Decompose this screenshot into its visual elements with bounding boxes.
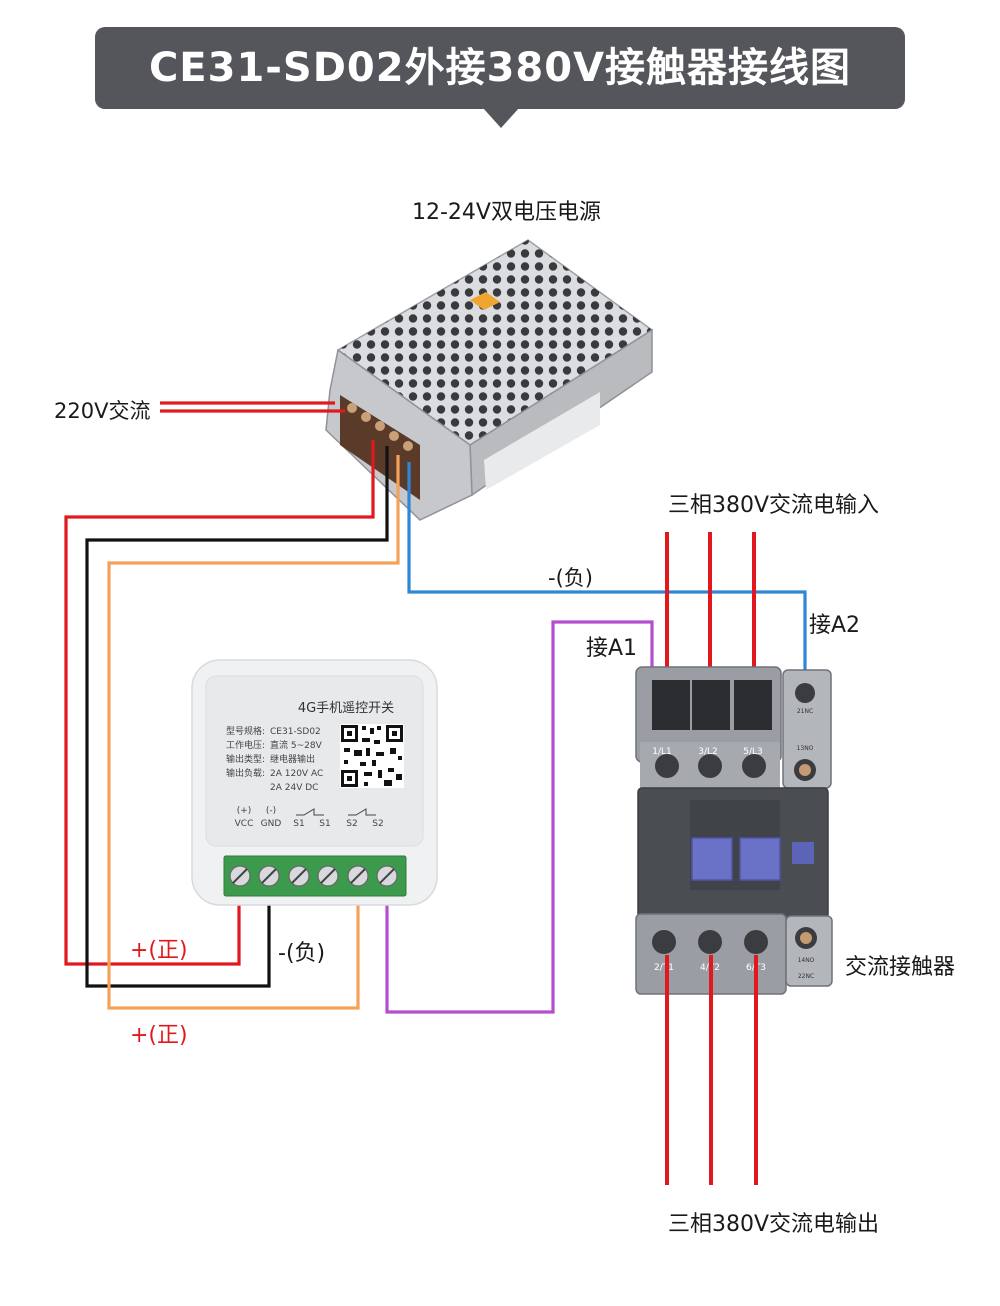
terminal-label-l3: 5/L3 <box>743 747 763 757</box>
qr-code <box>340 724 404 788</box>
wire-gnd-negative <box>85 446 389 988</box>
terminal-label: GND <box>261 819 282 829</box>
spec-value: 继电器输出 <box>270 753 315 765</box>
spec-value: CE31-SD02 <box>270 727 321 737</box>
spec-value: 2A 24V DC <box>270 783 318 793</box>
ps-terminal-screw <box>389 431 399 441</box>
a1-label: 接A1 <box>586 636 638 661</box>
screw-slot <box>291 868 307 884</box>
wires <box>64 401 807 1014</box>
ps-terminal-screw <box>347 403 357 413</box>
terminal-screw-l3 <box>742 754 766 778</box>
title-banner-pointer <box>483 108 519 128</box>
ac-220-label: 220V交流 <box>54 399 151 423</box>
contactor-terminal-window <box>652 680 690 730</box>
screw-slot <box>261 868 277 884</box>
relay-s1-symbol <box>296 808 324 816</box>
aux-label-13no: 13NO <box>797 745 814 752</box>
contactor-indicator <box>792 842 814 864</box>
a2-label: 接A2 <box>809 613 861 638</box>
power-supply-nameplate <box>484 392 600 490</box>
wire-s2-positive <box>107 455 400 1010</box>
spec-key: 输出负载: <box>226 767 265 779</box>
aux-label-22nc: 22NC <box>798 973 814 980</box>
wire-a2-negative <box>407 462 807 685</box>
terminal-polarity-label: (+) <box>237 806 252 816</box>
ps-terminal-screw <box>375 421 385 431</box>
contactor-test-button <box>739 837 781 881</box>
terminal-screw-t1 <box>652 930 676 954</box>
terminal-label: VCC <box>235 819 254 829</box>
terminal-label-t1: 2/T1 <box>654 963 674 973</box>
terminal-screw-l1 <box>655 754 679 778</box>
contactor-label: 交流接触器 <box>845 955 956 980</box>
negative-label-top: -(负) <box>548 566 593 590</box>
ps-terminal-screw <box>361 412 371 422</box>
negative-label-mid: -(负) <box>278 941 326 966</box>
switch-module-face <box>205 675 424 847</box>
contactor: 21NC 13NO 1/L1 3/L2 5/L3 14NO 22NC 2/T1 <box>635 666 833 995</box>
screw-slot <box>379 868 395 884</box>
power-supply-label: 12-24V双电压电源 <box>412 200 601 225</box>
switch-module-title: 4G手机遥控开关 <box>298 701 394 716</box>
spec-value: 2A 120V AC <box>270 769 323 779</box>
spec-key: 输出类型: <box>226 753 265 765</box>
screw-slot <box>232 868 248 884</box>
power-supply-warning-label <box>470 292 500 310</box>
power-supply-terminal-block <box>340 395 420 500</box>
aux-label-14no: 14NO <box>798 957 815 964</box>
terminal-label: S1 <box>319 819 330 829</box>
aux-screw-21nc <box>795 683 815 703</box>
terminal-label: S2 <box>372 819 383 829</box>
spec-key: 工作电压: <box>226 739 265 751</box>
spec-key: 型号规格: <box>226 725 265 737</box>
aux-label-21nc: 21NC <box>797 708 813 715</box>
contactor-test-button <box>691 837 733 881</box>
power-supply-vent-holes <box>338 240 652 445</box>
terminal-label: S1 <box>293 819 304 829</box>
terminal-label: S2 <box>346 819 357 829</box>
output-wires <box>665 955 758 1185</box>
three-phase-input-label: 三相380V交流电输入 <box>668 493 880 518</box>
terminal-screw-t2 <box>698 930 722 954</box>
spec-value: 直流 5~28V <box>270 739 323 751</box>
aux-screw-head <box>799 764 811 776</box>
positive-label-2: +(正) <box>130 1023 188 1048</box>
terminal-screws <box>229 865 398 887</box>
three-phase-output-label: 三相380V交流电输出 <box>668 1212 880 1237</box>
switch-module: 4G手机遥控开关 型号规格: CE31-SD02 工作电压: 直流 5~28V … <box>191 659 438 906</box>
contactor-terminal-window <box>734 680 772 730</box>
title-banner: CE31-SD02外接380V接触器接线图 <box>95 27 905 109</box>
wire-a1 <box>385 620 654 1014</box>
relay-s2-symbol <box>348 808 376 816</box>
power-supply-unit <box>325 239 654 521</box>
contactor-terminal-window <box>692 680 730 730</box>
aux-screw-head <box>800 932 812 944</box>
terminal-screw-l2 <box>698 754 722 778</box>
wire-vcc-positive <box>64 440 375 966</box>
terminal-polarity-label: (-) <box>266 806 276 816</box>
screw-slot <box>320 868 336 884</box>
screw-slot <box>350 868 366 884</box>
positive-label-1: +(正) <box>130 938 188 963</box>
page-title: CE31-SD02外接380V接触器接线图 <box>148 45 852 91</box>
ps-terminal-screw <box>403 441 413 451</box>
terminal-screw-t3 <box>744 930 768 954</box>
terminal-label-l2: 3/L2 <box>698 747 718 757</box>
terminal-label-l1: 1/L1 <box>652 747 672 757</box>
